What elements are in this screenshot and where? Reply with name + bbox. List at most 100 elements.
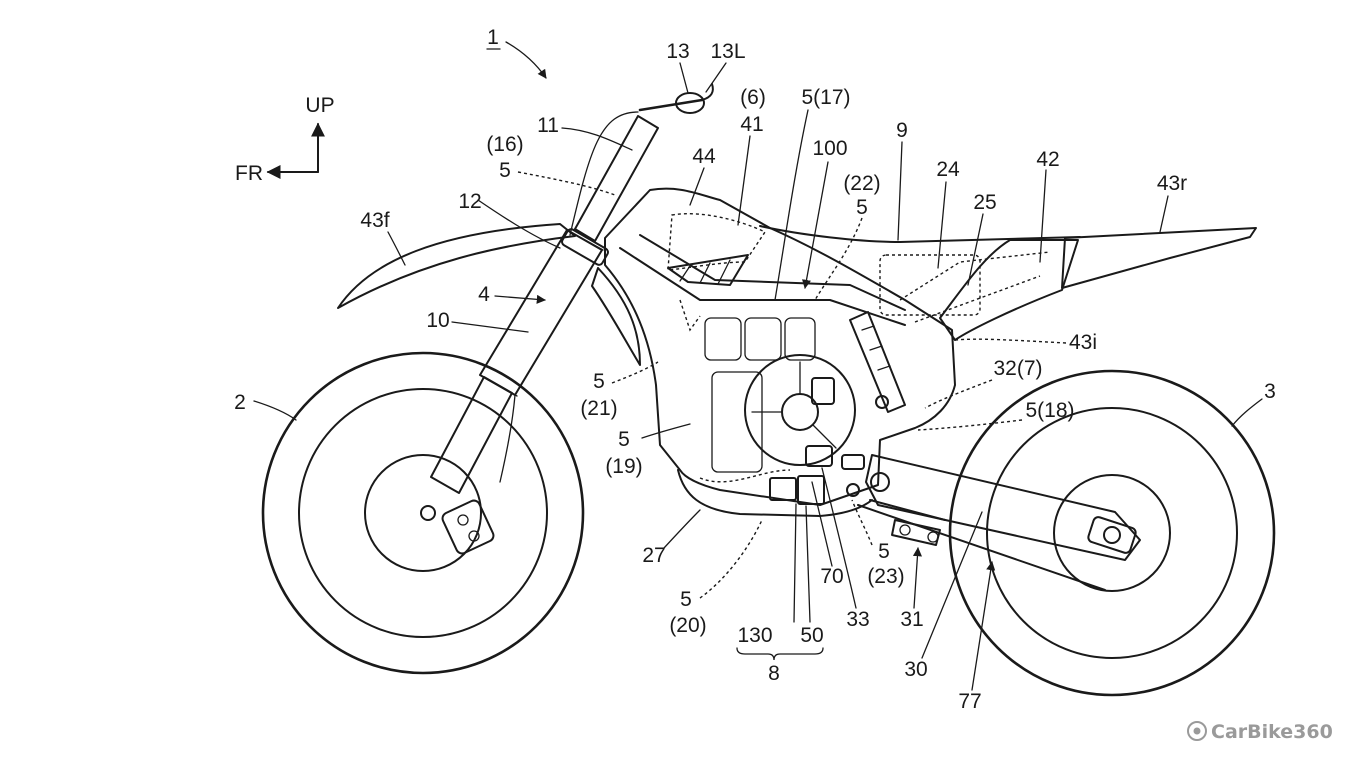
- callout-10: 10: [426, 309, 449, 332]
- leader-4: [494, 294, 546, 304]
- handlebar-bar: [638, 98, 704, 112]
- front-brake-line: [499, 394, 516, 483]
- callout-5-17: 5(17): [801, 86, 850, 109]
- logo-circle-icon-dot: [1193, 727, 1201, 735]
- rear-sprocket: [1053, 474, 1171, 592]
- figure-reference: 1: [486, 26, 547, 79]
- suspension-linkage: [891, 519, 941, 546]
- front-fork: [430, 115, 659, 555]
- subframe-lower: [914, 275, 1041, 323]
- leader-50: [805, 505, 811, 623]
- leader-130: [793, 503, 797, 623]
- rear-axle-block: [1087, 516, 1137, 554]
- callout-labels: 13 13L (6) 41 5(17) 100 9 11 (16) 5 44 (…: [234, 40, 1276, 713]
- leader-27: [663, 509, 701, 549]
- callout-77: 77: [958, 690, 981, 713]
- callout-19: (19): [605, 455, 642, 478]
- callout-4: 4: [478, 283, 490, 306]
- front-wheel: [261, 351, 585, 675]
- fork-clamp-ring: [571, 232, 604, 251]
- callout-5-frame-22: 5: [856, 196, 868, 219]
- shock-spring-1: [861, 325, 875, 331]
- rear-rim: [986, 407, 1238, 659]
- direction-indicator: UP FR: [235, 94, 335, 185]
- electronics-box: [879, 254, 981, 316]
- callout-2: 2: [234, 391, 246, 414]
- leader-43r: [1159, 195, 1169, 233]
- rear-suspension: [849, 311, 1141, 591]
- leader-44: [689, 167, 705, 206]
- leader-77: [971, 561, 996, 691]
- leader-13: [679, 62, 689, 94]
- direction-up-label: UP: [305, 94, 334, 117]
- callout-43f: 43f: [360, 209, 389, 232]
- fork-slider: [430, 376, 513, 494]
- vent-slat-3: [717, 259, 731, 285]
- callout-5-18: 5(18): [1025, 399, 1074, 422]
- fork-outer-tube: [479, 229, 603, 396]
- callout-13l: 13L: [710, 40, 745, 63]
- leader-5-17: [774, 109, 809, 301]
- callout-41: 41: [740, 113, 763, 136]
- handlebar-cable: [569, 111, 639, 236]
- motor-rib-3: [812, 424, 837, 449]
- callout-5-frame-16: 5: [499, 159, 511, 182]
- leader-lines: [253, 62, 1263, 691]
- shock-spring-3: [877, 365, 891, 371]
- front-fender-rear-flap: [591, 267, 641, 366]
- battery-module-1: [704, 317, 742, 361]
- side-panel: [939, 239, 1079, 341]
- link-rod: [869, 499, 946, 521]
- rear-wheel: [948, 369, 1276, 697]
- seat-top: [759, 225, 1081, 243]
- leader-5-16: [517, 171, 616, 196]
- leader-33: [821, 467, 857, 609]
- brake-pedal-pivot: [846, 483, 860, 497]
- front-brake-disc: [364, 454, 482, 572]
- caliper-bolt-upper: [457, 514, 469, 526]
- callout-5-frame-19: 5: [618, 428, 630, 451]
- battery-module-4: [711, 371, 763, 473]
- rear-bodywork: [759, 225, 1257, 341]
- callout-33: 33: [846, 608, 869, 631]
- callout-11: 11: [537, 114, 559, 137]
- leader-11: [561, 127, 633, 151]
- leader-5-21: [611, 361, 659, 384]
- callout-20: (20): [669, 614, 706, 637]
- main-frame-upper-edge: [639, 234, 906, 311]
- leader-5-18: [917, 419, 1023, 431]
- triple-clamp: [561, 228, 609, 266]
- leader-5-22: [814, 217, 863, 301]
- callout-21: (21): [580, 397, 617, 420]
- front-tire: [261, 351, 585, 675]
- rear-shock: [849, 311, 906, 413]
- callout-100: 100: [812, 137, 847, 160]
- caliper-bolt-lower: [468, 530, 480, 542]
- footpeg-33: [841, 454, 865, 470]
- callout-43r: 43r: [1157, 172, 1187, 195]
- watermark: CarBike360: [1187, 721, 1333, 743]
- linkage-bolt-2: [927, 531, 939, 543]
- callout-130: 130: [737, 624, 772, 647]
- figure-numeral: 1: [487, 26, 499, 49]
- front-fender-body: [337, 223, 576, 309]
- callout-25: 25: [973, 191, 996, 214]
- callout-9: 9: [896, 119, 908, 142]
- motor-terminal: [811, 377, 835, 405]
- vehicle-body: [604, 187, 956, 506]
- fork-upper-tube: [574, 115, 659, 242]
- shock-lower-mount: [875, 395, 889, 409]
- callout-13: 13: [666, 40, 689, 63]
- leader-10: [451, 321, 529, 333]
- leader-12: [477, 199, 561, 249]
- leader-32-7: [924, 379, 993, 409]
- callout-44: 44: [692, 145, 716, 168]
- callout-3: 3: [1264, 380, 1276, 403]
- callout-43i: 43i: [1069, 331, 1097, 354]
- rear-tire: [948, 369, 1276, 697]
- handlebar-lever: [701, 83, 714, 101]
- leader-41: [737, 135, 751, 226]
- callout-23: (23): [867, 565, 904, 588]
- rear-axle: [1103, 526, 1121, 544]
